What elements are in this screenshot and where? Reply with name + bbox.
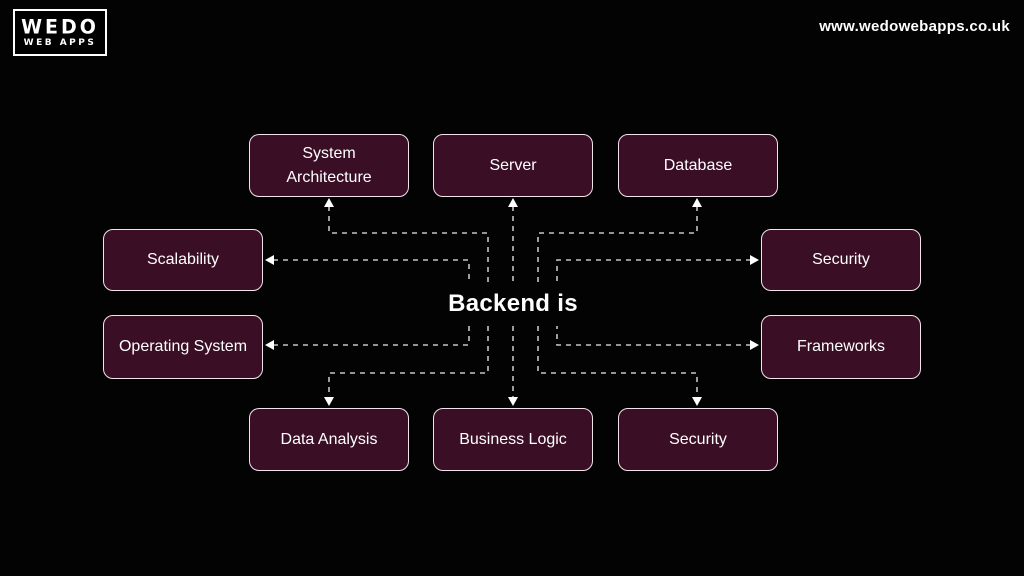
connector-data-analysis — [328, 326, 489, 398]
node-label: Scalability — [146, 251, 220, 268]
node-label: Security — [669, 430, 727, 448]
node-scalability: Scalability — [103, 229, 263, 291]
arrowhead-scalability — [265, 255, 274, 265]
node-label: Frameworks — [796, 338, 885, 355]
logo-text-wedo: WEDO — [21, 14, 99, 39]
node-security-right: Security — [761, 229, 921, 291]
node-label: Security — [812, 251, 870, 268]
node-database: Database — [618, 134, 778, 197]
arrowhead-data-analysis — [324, 397, 334, 406]
connector-operating-system — [273, 326, 470, 346]
node-label: Data Analysis — [280, 430, 378, 448]
arrowhead-system-architecture — [324, 198, 334, 207]
wedowebapps-logo: WEDO WEB APPS — [13, 9, 107, 56]
connector-database — [537, 206, 698, 283]
node-label: Database — [663, 156, 733, 174]
arrowhead-database — [692, 198, 702, 207]
connector-system-architecture — [328, 206, 489, 283]
arrowhead-operating-system — [265, 340, 274, 350]
arrowhead-security-bottom — [692, 397, 702, 406]
connector-scalability — [273, 259, 470, 283]
node-security-bottom: Security — [618, 408, 778, 471]
arrowhead-frameworks — [750, 340, 759, 350]
node-label: Operating System — [118, 338, 248, 355]
node-label: System Architecture — [286, 144, 372, 186]
arrowhead-business-logic — [508, 397, 518, 406]
connector-security-right — [556, 259, 751, 283]
node-label: Business Logic — [459, 430, 567, 448]
node-operating-system: Operating System — [103, 315, 263, 379]
website-url: www.wedowebapps.co.uk — [819, 18, 1010, 35]
diagram-title: Backend is — [403, 289, 623, 319]
node-label: Server — [489, 156, 537, 174]
arrowhead-security-right — [750, 255, 759, 265]
node-frameworks: Frameworks — [761, 315, 921, 379]
node-system-architecture: System Architecture — [249, 134, 409, 197]
node-business-logic: Business Logic — [433, 408, 593, 471]
node-data-analysis: Data Analysis — [249, 408, 409, 471]
logo-text-webapps: WEB APPS — [23, 37, 97, 48]
connector-security-bottom — [537, 326, 698, 398]
arrowhead-server — [508, 198, 518, 207]
connector-frameworks — [556, 326, 751, 346]
node-server: Server — [433, 134, 593, 197]
